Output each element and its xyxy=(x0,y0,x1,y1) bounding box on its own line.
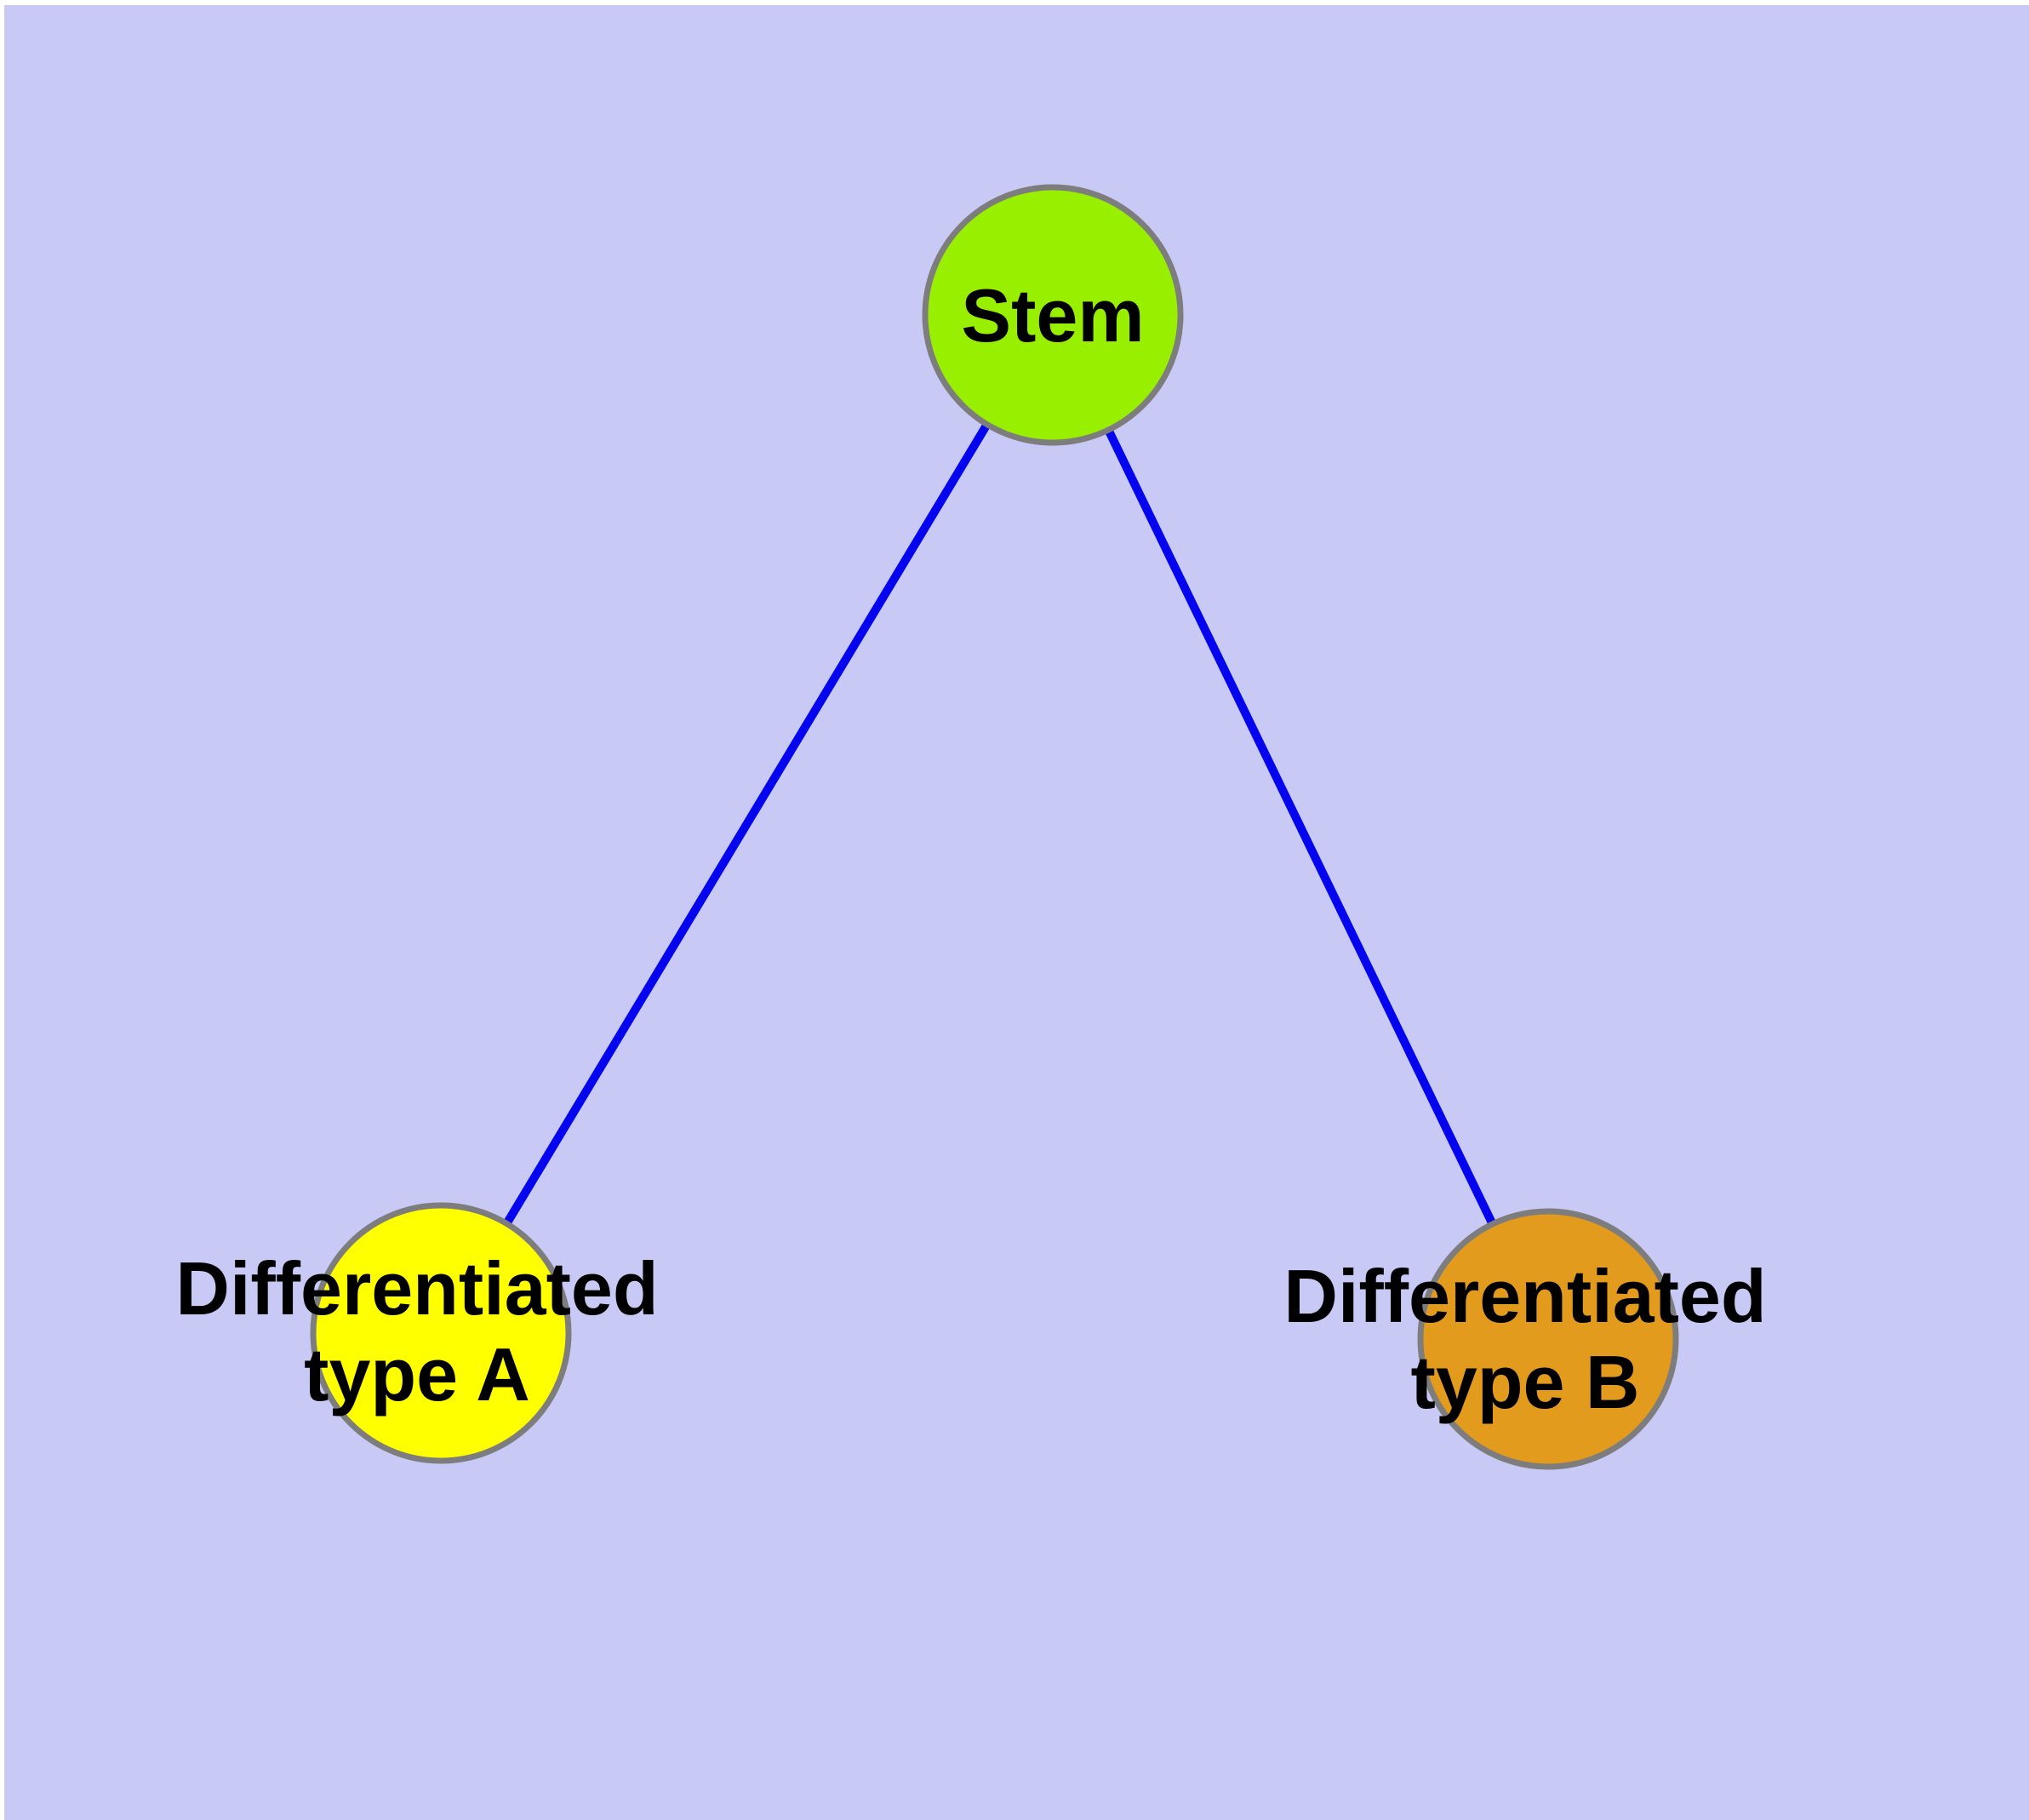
edge-stem-to-type-b xyxy=(1049,312,1552,1342)
node-type-a-label-line2: type A xyxy=(304,1332,530,1417)
node-stem-label: Stem xyxy=(961,273,1144,358)
node-type-b-label-line2: type B xyxy=(1411,1340,1640,1424)
edge-stem-to-type-a xyxy=(437,312,1057,1336)
node-differentiated-type-b xyxy=(1417,1208,1679,1470)
node-stem xyxy=(922,184,1184,446)
node-type-b-label-line1: Differentiated xyxy=(1283,1254,1766,1338)
node-type-a-label-line1: Differentiated xyxy=(175,1246,658,1331)
node-differentiated-type-a xyxy=(310,1202,572,1464)
